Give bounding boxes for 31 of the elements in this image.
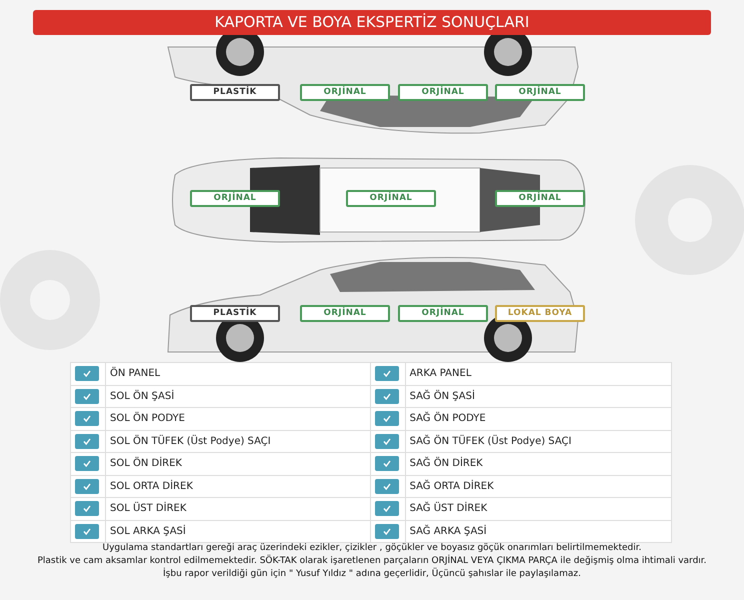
- part-name: SAĞ ARKA ŞASİ: [410, 526, 487, 537]
- part-name: SOL ARKA ŞASİ: [110, 526, 186, 537]
- status-label: PLASTİK: [190, 305, 280, 322]
- part-name: SAĞ ÖN PODYE: [410, 413, 486, 424]
- status-label: ORJİNAL: [398, 84, 488, 101]
- disclaimer-note: Plastik ve cam aksamlar kontrol edilmemektedir. SÖK-TAK olarak işaretlenen parçaların ORJİNAL VEYA ÇIKMA PARÇA ile değişmiş olma ihtimali vardır.: [36, 556, 708, 566]
- part-name: SAĞ ÖN DİREK: [410, 458, 483, 470]
- part-name: SOL ÖN PODYE: [110, 413, 185, 424]
- disclaimer-note: İşbu rapor verildiği gün için " Yusuf Yıldız " adına geçerlidir, Üçüncü şahıslar ile paylaşılamaz.: [162, 569, 582, 579]
- report-title-bar: KAPORTA VE BOYA EKSPERTİZ SONUÇLARI: [33, 10, 711, 35]
- status-label: ORJİNAL: [495, 84, 585, 101]
- part-name: SAĞ ÖN TÜFEK (Üst Podye) SAÇI: [410, 436, 572, 447]
- status-label: ORJİNAL: [300, 84, 390, 101]
- status-label: ORJİNAL: [398, 305, 488, 322]
- part-name: SOL ORTA DİREK: [110, 480, 193, 492]
- part-name: SOL ÖN ŞASİ: [110, 390, 174, 402]
- disclaimer-note: Uygulama standartları gereği araç üzerindeki ezikler, çizikler , göçükler ve boyasız göçük onarımları belirtilmemektedir.: [102, 543, 642, 553]
- part-name: SAĞ ÖN ŞASİ: [410, 390, 475, 402]
- part-name: SOL ÖN DİREK: [110, 458, 182, 470]
- part-name: ÖN PANEL: [110, 368, 160, 380]
- status-label: LOKAL BOYA: [495, 305, 585, 322]
- status-label: ORJİNAL: [300, 305, 390, 322]
- part-name: SAĞ ORTA DİREK: [410, 480, 494, 492]
- part-name: ARKA PANEL: [410, 368, 472, 380]
- status-label: ORJİNAL: [495, 190, 585, 207]
- part-name: SOL ÖN TÜFEK (Üst Podye) SAÇI: [110, 436, 271, 447]
- part-name: SOL ÜST DİREK: [110, 503, 186, 514]
- part-name: SAĞ ÜST DİREK: [410, 503, 488, 514]
- status-label: PLASTİK: [190, 84, 280, 101]
- status-label: ORJİNAL: [190, 190, 280, 207]
- status-label: ORJİNAL: [346, 190, 436, 207]
